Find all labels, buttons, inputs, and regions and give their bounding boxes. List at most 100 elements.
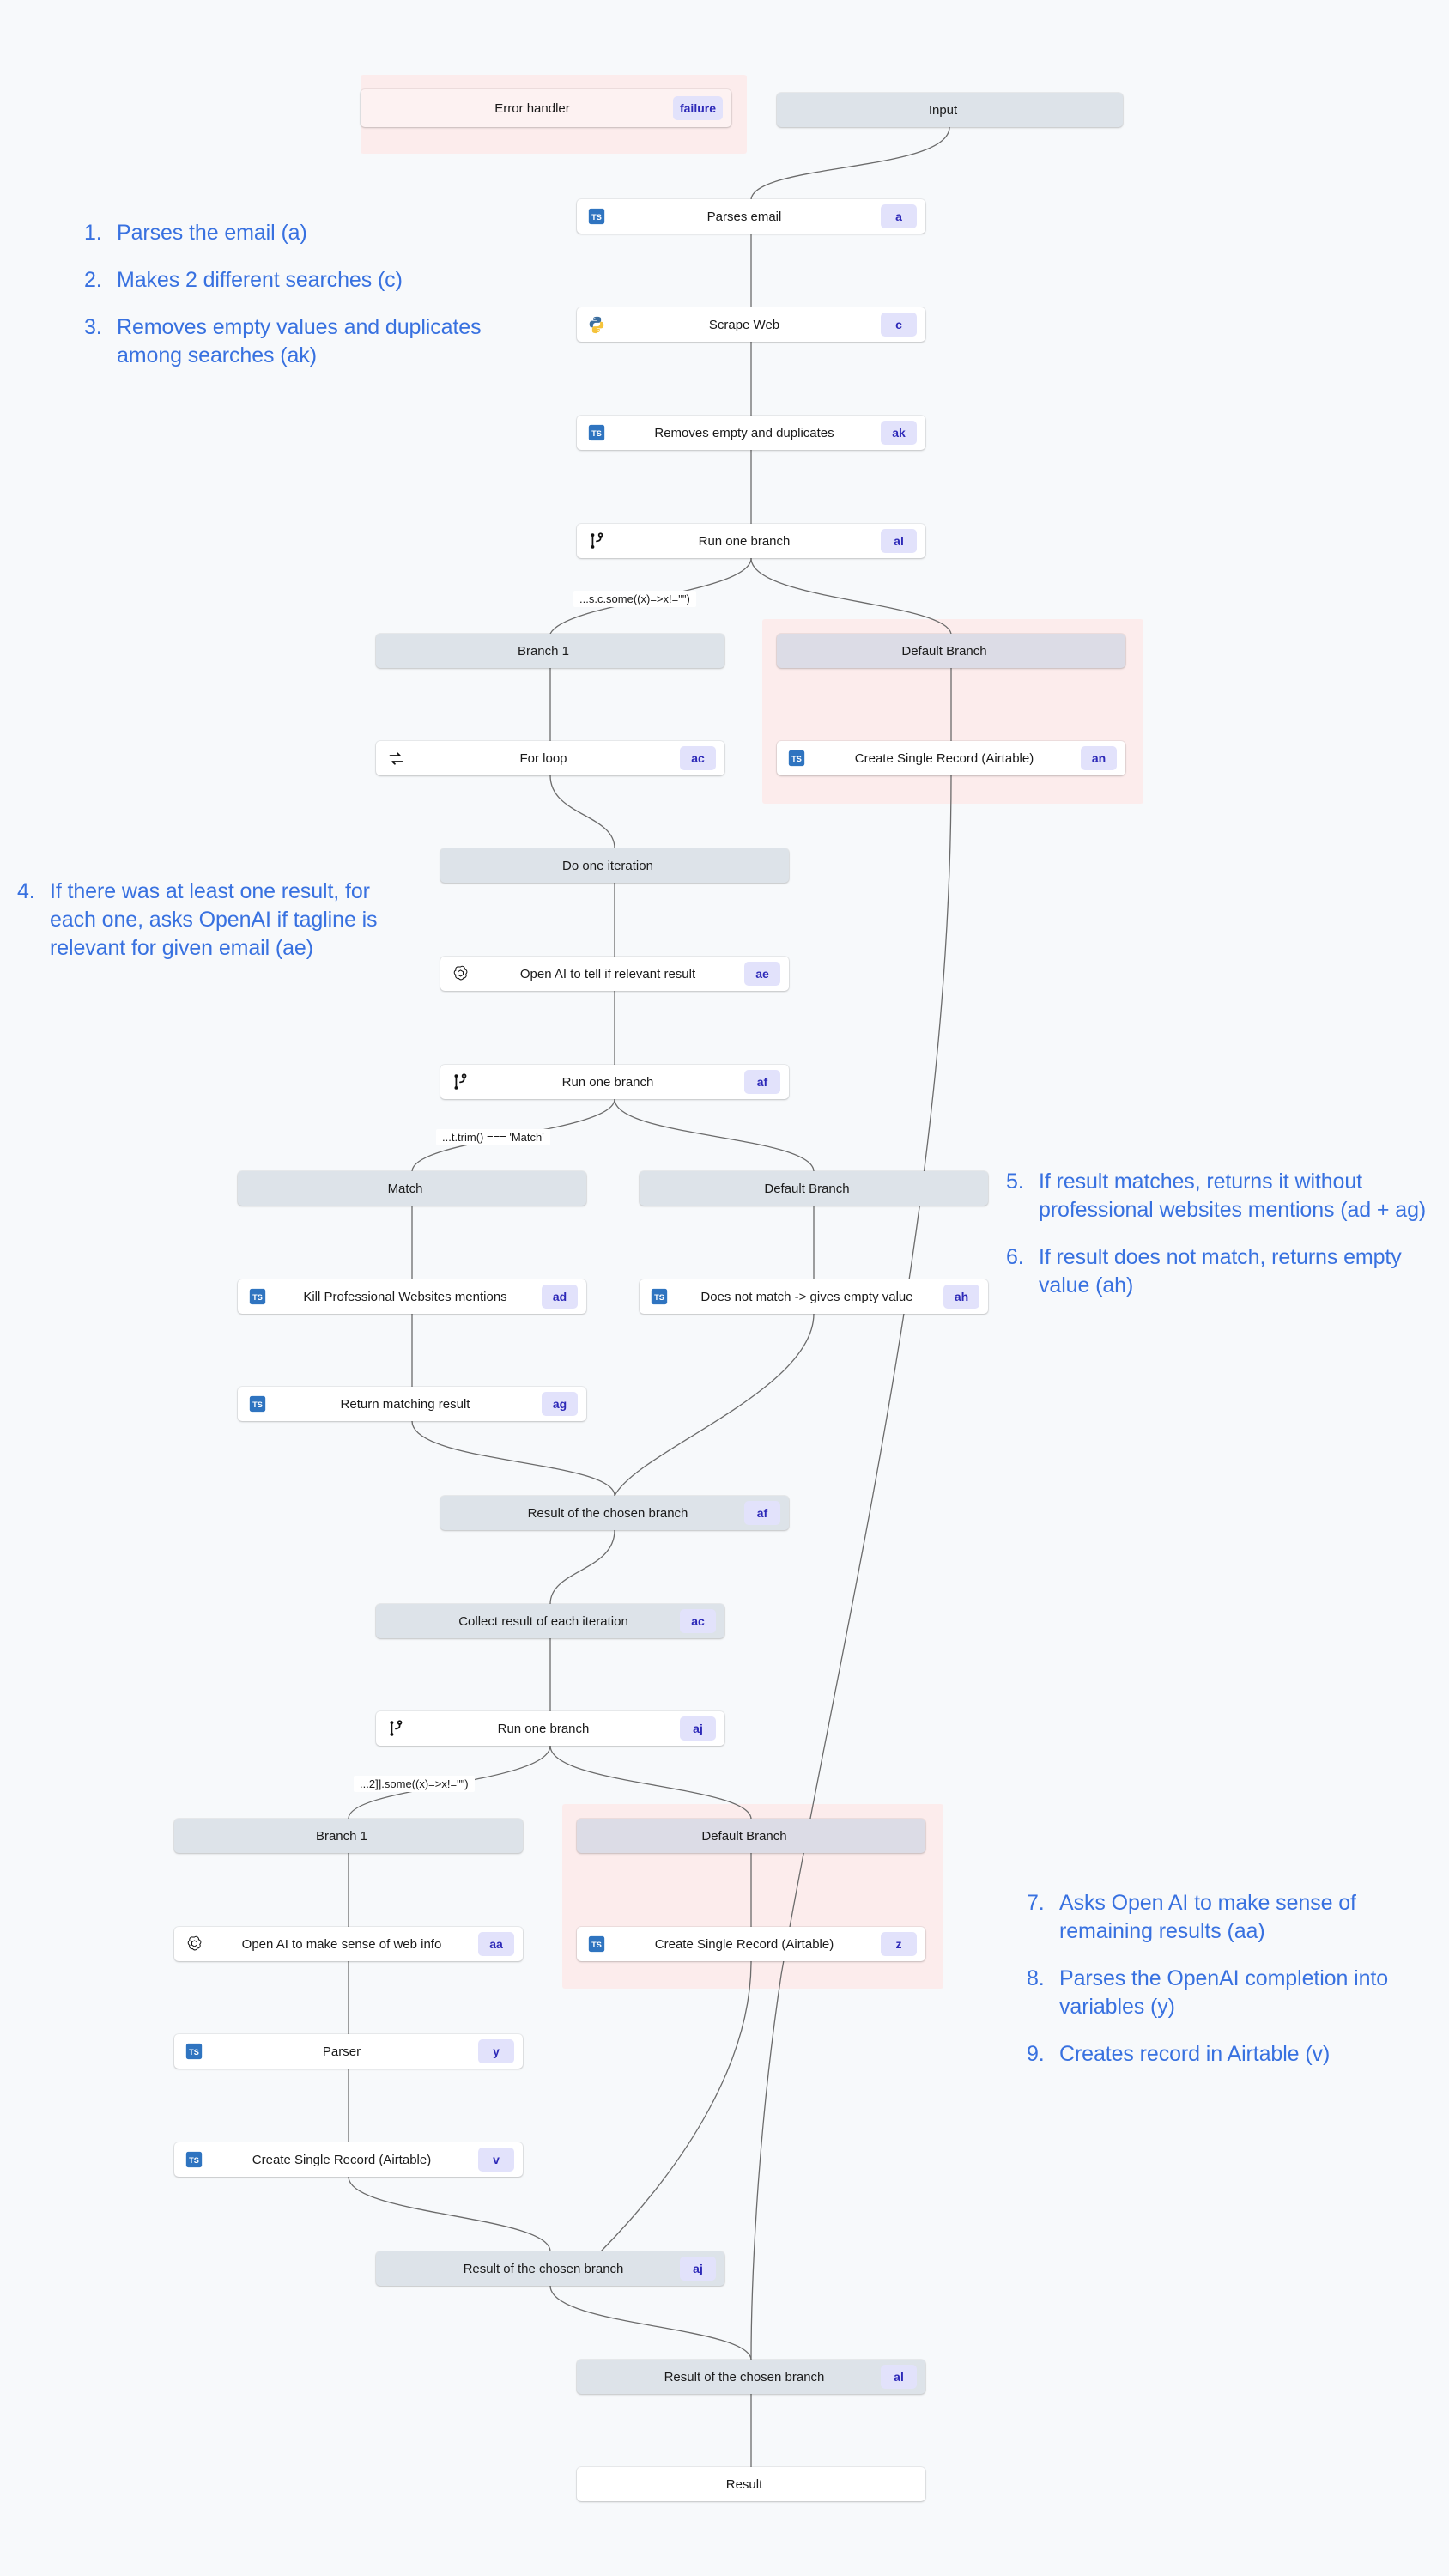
node-label: Run one branch <box>698 533 791 549</box>
node-default-top[interactable]: Default Branch <box>777 634 1125 668</box>
edge-27 <box>348 2176 551 2252</box>
node-default-bot[interactable]: Default Branch <box>577 1819 925 1853</box>
node-label: Run one branch <box>561 1074 654 1090</box>
node-label: Result of the chosen branch <box>527 1505 688 1521</box>
node-label: Create Single Record (Airtable) <box>854 750 1034 766</box>
node-branch1-bot[interactable]: Branch 1 <box>174 1819 523 1853</box>
annotation-number: 6. <box>1006 1245 1024 1269</box>
node-create-rec-an[interactable]: TS Create Single Record (Airtable) an <box>777 741 1125 775</box>
annotation-text: Parses the OpenAI completion into variab… <box>1059 1966 1389 2019</box>
node-badge: ae <box>744 962 780 986</box>
node-do-one-iter[interactable]: Do one iteration <box>440 848 789 883</box>
annotation-item: 4. If there was at least one result, for … <box>17 878 403 963</box>
node-error-handler[interactable]: Error handler failure <box>361 89 731 127</box>
branch-fork-icon <box>585 530 608 552</box>
node-res-branch-af[interactable]: Result of the chosen branch af <box>440 1496 789 1530</box>
edge-18 <box>549 1529 615 1605</box>
node-label: Default Branch <box>764 1181 850 1196</box>
node-badge: al <box>881 2365 917 2389</box>
node-openai-aa[interactable]: Open AI to make sense of web info aa <box>174 1927 523 1961</box>
edge-5 <box>750 557 952 635</box>
annotation-item: 1.Parses the email (a) <box>84 219 513 247</box>
annotation-item: 5.If result matches, returns it without … <box>1006 1168 1435 1224</box>
typescript-icon: TS <box>585 205 608 228</box>
node-input[interactable]: Input <box>777 93 1123 127</box>
edge-label-al: ...s.c.some((x)=>x!="") <box>573 591 696 607</box>
svg-text:TS: TS <box>591 1941 602 1949</box>
node-result-final[interactable]: Result <box>577 2467 925 2501</box>
node-default-mid[interactable]: Default Branch <box>640 1171 988 1206</box>
annotation-item: 7.Asks Open AI to make sense of remainin… <box>1027 1889 1422 1946</box>
annotation-item: 3.Removes empty values and duplicates am… <box>84 313 513 370</box>
svg-text:TS: TS <box>189 2156 199 2165</box>
edge-8 <box>549 775 615 849</box>
annotation-item: 9.Creates record in Airtable (v) <box>1027 2040 1422 2069</box>
annotation-number: 1. <box>84 221 102 245</box>
svg-text:TS: TS <box>591 429 602 438</box>
edge-label-aj: ...2]].some((x)=>x!="") <box>354 1776 475 1792</box>
node-badge: an <box>1081 746 1117 770</box>
branch-fork-icon <box>449 1071 471 1093</box>
typescript-icon: TS <box>785 747 808 769</box>
node-badge: af <box>744 1501 780 1525</box>
annotation-text: Asks Open AI to make sense of remaining … <box>1059 1891 1356 1943</box>
node-badge: ak <box>881 421 917 445</box>
node-removes-empty[interactable]: TS Removes empty and duplicates ak <box>577 416 925 450</box>
node-badge: v <box>478 2148 514 2172</box>
node-branch1-top[interactable]: Branch 1 <box>376 634 724 668</box>
typescript-icon: TS <box>183 2040 205 2063</box>
node-badge: ag <box>542 1392 578 1416</box>
node-label: Scrape Web <box>708 317 780 332</box>
node-label: Error handler <box>494 100 570 116</box>
edge-16 <box>411 1420 615 1497</box>
node-badge: failure <box>672 96 723 120</box>
node-label: Default Branch <box>701 1828 787 1844</box>
annotation-text: Makes 2 different searches (c) <box>117 268 403 292</box>
svg-text:TS: TS <box>252 1293 263 1302</box>
edge-17 <box>614 1313 815 1497</box>
node-match-branch[interactable]: Match <box>238 1171 586 1206</box>
branch-fork-icon <box>385 1717 407 1740</box>
node-badge: a <box>881 204 917 228</box>
node-badge: y <box>478 2039 514 2063</box>
typescript-icon: TS <box>183 2148 205 2171</box>
annotation-number: 9. <box>1027 2042 1045 2066</box>
svg-text:TS: TS <box>189 2048 199 2057</box>
node-badge: aj <box>680 1716 716 1741</box>
node-label: Does not match -> gives empty value <box>700 1289 913 1304</box>
svg-text:TS: TS <box>654 1293 664 1302</box>
node-label: Removes empty and duplicates <box>654 425 834 440</box>
node-label: Match <box>387 1181 423 1196</box>
node-label: Default Branch <box>901 643 987 659</box>
svg-text:TS: TS <box>591 213 602 222</box>
node-badge: z <box>881 1932 917 1956</box>
node-label: Open AI to make sense of web info <box>241 1936 442 1952</box>
node-label: Parses email <box>706 209 782 224</box>
annotation-number: 5. <box>1006 1170 1024 1194</box>
annotation-number: 4. <box>17 879 35 903</box>
annotation-text: If there was at least one result, for ea… <box>50 879 378 960</box>
node-parses-email[interactable]: TS Parses email a <box>577 199 925 234</box>
python-icon <box>585 313 608 336</box>
edge-0 <box>750 126 950 200</box>
node-label: Do one iteration <box>562 858 653 873</box>
node-label: For loop <box>519 750 567 766</box>
typescript-icon: TS <box>246 1393 269 1415</box>
node-badge: aa <box>478 1932 514 1956</box>
